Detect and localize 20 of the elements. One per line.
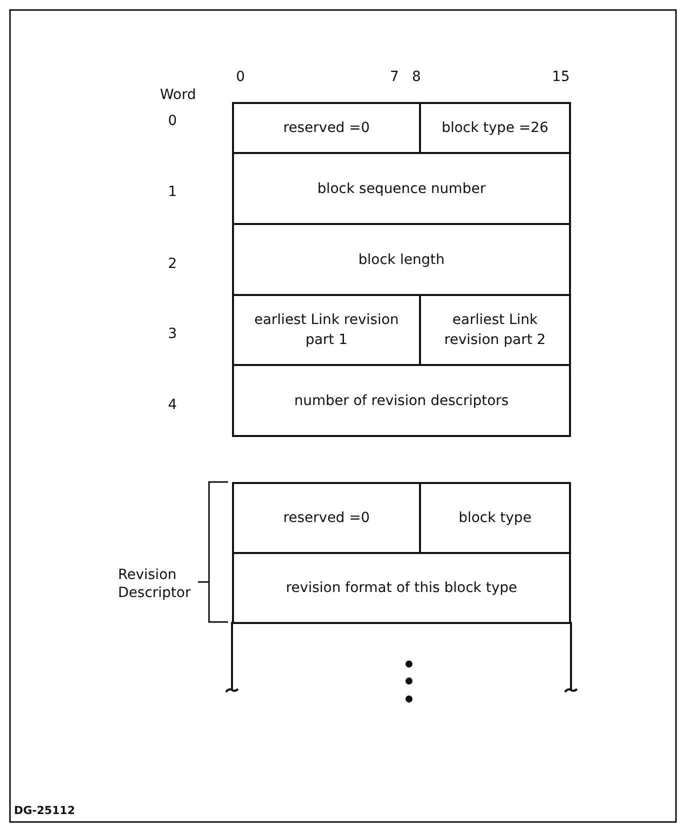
axis-label: Word bbox=[160, 86, 197, 104]
bit-number: 15 bbox=[552, 68, 571, 86]
word-number: 1 bbox=[168, 183, 178, 201]
bit-number: 0 bbox=[236, 68, 246, 86]
bracket-label: Revision Descriptor bbox=[118, 566, 192, 602]
field-cell: number of revision descriptors bbox=[232, 364, 571, 437]
field-cell: block type bbox=[419, 482, 571, 554]
bit-number: 7 bbox=[390, 68, 400, 86]
word-number: 4 bbox=[168, 396, 178, 414]
figure-id: DG-25112 bbox=[14, 803, 76, 819]
field-cell: reserved =0 bbox=[232, 102, 421, 154]
bit-number: 8 bbox=[412, 68, 422, 86]
word-number: 3 bbox=[168, 325, 178, 343]
field-cell: reserved =0 bbox=[232, 482, 421, 554]
field-cell: revision format of this block type bbox=[232, 552, 571, 624]
field-cell: block sequence number bbox=[232, 152, 571, 225]
word-number: 0 bbox=[168, 112, 178, 130]
field-cell: block type =26 bbox=[419, 102, 571, 154]
word-number: 2 bbox=[168, 255, 178, 273]
field-cell: block length bbox=[232, 223, 571, 296]
